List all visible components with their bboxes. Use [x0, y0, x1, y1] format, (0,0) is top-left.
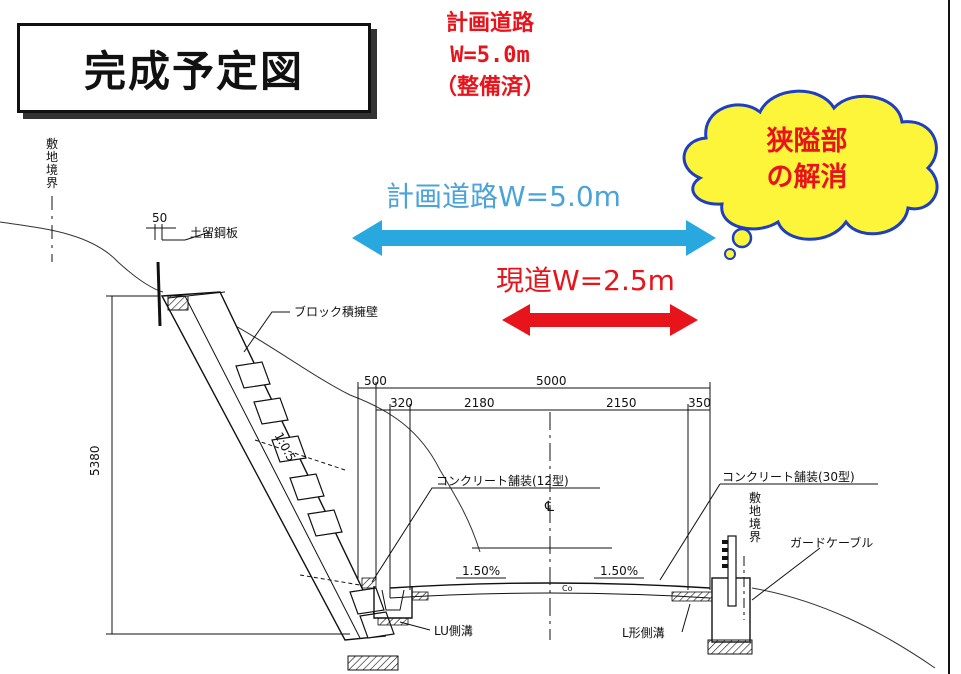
lu-ditch-base [377, 617, 409, 626]
planned-road-heading: 計画道路 W=5.0m （整備済） [400, 8, 580, 104]
road-base [389, 592, 711, 599]
callout-line-1: 狭隘部 [766, 126, 848, 157]
title-box: 完成予定図 [17, 23, 371, 113]
guard-post [727, 535, 737, 607]
dim-2180: 2180 [464, 396, 495, 410]
wall-height-label: 5380 [88, 445, 102, 476]
heading-line-3: （整備済） [434, 75, 545, 100]
wall-label: ブロック積擁壁 [294, 305, 379, 319]
heading-line-1: 計画道路 [445, 11, 534, 36]
slope-left-label: 1.50% [462, 564, 501, 578]
road-surface [389, 582, 711, 589]
pavement-right-label: コンクリート舗装(30型) [722, 470, 855, 484]
wall-top-cap [167, 295, 189, 311]
heading-line-2: W=5.0m [450, 43, 530, 68]
slope-right-label: 1.50% [600, 564, 639, 578]
left-kerb [361, 577, 377, 589]
leader-lines [184, 231, 878, 633]
ground-line [0, 221, 164, 293]
dim-5000: 5000 [536, 374, 567, 388]
boundary-label-left: 敷地境界 [45, 137, 58, 190]
steel-plate [156, 261, 162, 327]
wall-footing [347, 655, 399, 671]
wall-blocks [235, 361, 395, 639]
frame-edge [948, 0, 950, 674]
current-width-label: 現道W=2.5m [496, 264, 675, 297]
wall-slope-dash2 [299, 574, 361, 586]
wall-inner-line [184, 295, 361, 639]
guard-cable-label: ガードケーブル [790, 536, 874, 550]
wall-slope-dash [254, 439, 346, 471]
callout-line-2: の解消 [766, 162, 848, 193]
planned-width-arrow [352, 220, 716, 256]
centre-code-label: Co [562, 584, 573, 593]
right-footing [707, 639, 753, 655]
planned-width-label: 計画道路W=5.0m [386, 180, 621, 213]
dim-350: 350 [688, 396, 711, 410]
page-title: 完成予定図 [83, 46, 304, 96]
road-hatch-right [671, 591, 713, 602]
dim-320: 320 [390, 396, 413, 410]
lu-ditch-inner [381, 589, 405, 611]
dim-ticks [357, 382, 711, 590]
steel-plate-label: 土留鋼板 [190, 226, 239, 240]
boundary-label-right: 敷地境界 [748, 491, 761, 544]
ground-line-right [751, 587, 936, 669]
lu-ditch-label: LU側溝 [434, 624, 473, 638]
l-ditch-label: L形側溝 [622, 626, 665, 640]
retaining-wall [160, 291, 387, 641]
road-hatch-left [411, 591, 429, 601]
centerline-mark: ℄ [545, 499, 554, 515]
current-width-arrow [502, 304, 698, 336]
callout-text: 狭隘部 の解消 [712, 124, 902, 196]
guard-cables [722, 540, 728, 568]
plate-dim-value: 50 [152, 211, 168, 225]
callout-bubble [682, 89, 939, 260]
pavement-left-label: コンクリート舗装(12型) [436, 474, 569, 488]
dim-500: 500 [364, 374, 387, 388]
dim-2150: 2150 [606, 396, 637, 410]
